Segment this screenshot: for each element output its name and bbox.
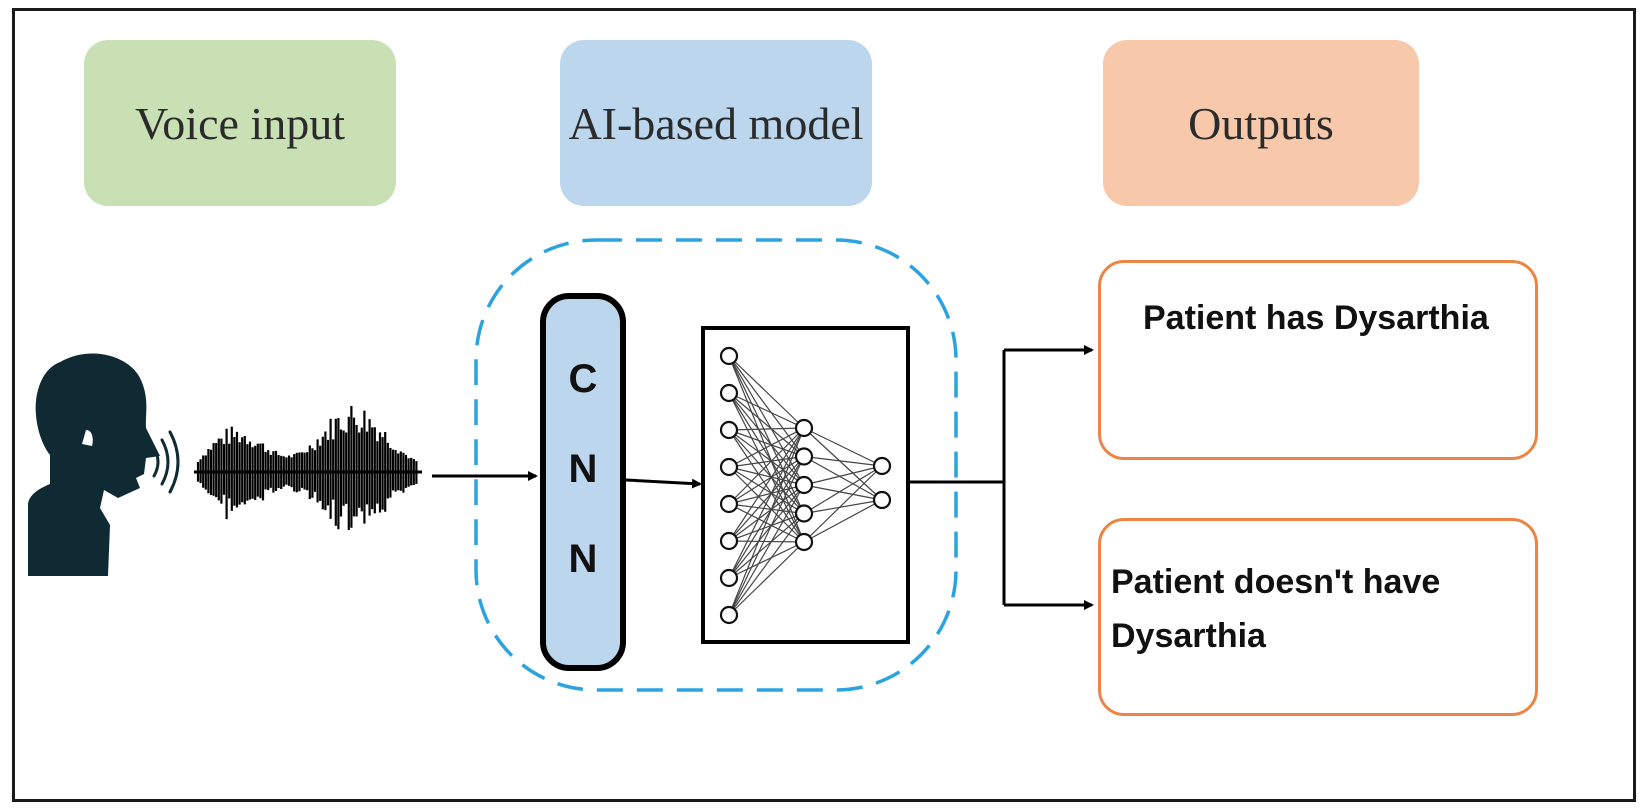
- output-connector: [910, 345, 1094, 610]
- nn-connection: [728, 355, 805, 429]
- nn-node: [872, 490, 892, 510]
- cnn-block: [540, 293, 626, 671]
- nn-connection: [728, 355, 805, 514]
- output-positive-box: Patient has Dysarthia: [1098, 260, 1538, 460]
- nn-connection: [728, 540, 805, 543]
- nn-node: [719, 605, 739, 625]
- nn-connection: [728, 484, 805, 579]
- speaker-head-icon: [28, 353, 160, 576]
- nn-connection: [803, 499, 883, 543]
- nn-connection: [803, 455, 883, 467]
- output-negative-box: Patient doesn't have Dysarthia: [1098, 518, 1538, 716]
- output-negative-line-2: Dysarthia: [1111, 617, 1266, 655]
- voice-input-label: Voice input: [135, 97, 345, 149]
- nn-connection: [728, 513, 805, 616]
- diagram-frame: [12, 8, 1636, 802]
- nn-node: [794, 418, 814, 438]
- output-positive-text: Patient has Dysarthia: [1143, 299, 1489, 337]
- nn-connection: [728, 427, 805, 616]
- nn-connection: [728, 427, 805, 505]
- nn-connection: [728, 427, 805, 468]
- nn-node: [719, 383, 739, 403]
- nn-connection: [803, 484, 883, 501]
- nn-connection: [728, 355, 805, 457]
- nn-node: [794, 532, 814, 552]
- outputs-label: Outputs: [1188, 97, 1334, 149]
- nn-connection: [803, 465, 883, 515]
- nn-node: [794, 504, 814, 523]
- nn-node: [719, 346, 739, 366]
- cnn-letter-n1: N: [569, 447, 598, 491]
- voice-input-stage: Voice input: [84, 40, 396, 206]
- arrow-to-network: [625, 478, 702, 489]
- nn-node: [719, 494, 739, 514]
- nn-connection: [803, 427, 883, 467]
- nn-connection: [803, 455, 883, 501]
- nn-connection: [728, 427, 805, 431]
- nn-connection: [728, 392, 805, 486]
- nn-connection: [728, 456, 805, 616]
- nn-connection: [803, 465, 883, 486]
- nn-connection: [728, 392, 805, 429]
- nn-connection: [728, 427, 805, 579]
- output-negative-line-1: Patient doesn't have: [1111, 563, 1441, 601]
- nn-node: [794, 447, 814, 466]
- cnn-letter-c: C: [569, 357, 598, 401]
- nn-connection: [803, 499, 883, 515]
- nn-connection: [728, 355, 805, 543]
- model-container: [474, 238, 958, 692]
- nn-connection: [728, 427, 805, 542]
- waveform-icon: [194, 405, 422, 530]
- nn-node: [719, 531, 739, 551]
- nn-connection: [728, 541, 805, 616]
- nn-connection: [728, 484, 805, 616]
- nn-connection: [728, 503, 805, 515]
- nn-connection: [728, 455, 805, 505]
- cnn-letter-n2: N: [569, 537, 598, 581]
- nn-connection: [803, 427, 883, 501]
- nn-node: [719, 457, 739, 477]
- nn-connection: [728, 513, 805, 579]
- nn-connection: [728, 541, 805, 579]
- nn-connection: [728, 456, 805, 579]
- nn-connection: [728, 512, 805, 542]
- nn-connection: [728, 484, 805, 505]
- nn-node: [794, 475, 814, 495]
- nn-connection: [728, 355, 805, 486]
- outputs-stage: Outputs: [1103, 40, 1419, 206]
- nn-connection: [728, 392, 805, 514]
- ai-model-label: AI-based model: [568, 97, 864, 149]
- nn-node: [719, 568, 739, 588]
- nn-connection: [728, 392, 805, 543]
- nn-connection: [728, 456, 805, 542]
- ai-model-stage: AI-based model: [560, 40, 872, 206]
- nn-connection: [728, 484, 805, 542]
- nn-connection: [803, 465, 883, 543]
- nn-connection: [728, 429, 805, 543]
- sound-waves-icon: [152, 430, 180, 494]
- nn-node: [872, 456, 892, 476]
- neural-network-icon: [719, 346, 892, 625]
- nn-node: [719, 420, 739, 440]
